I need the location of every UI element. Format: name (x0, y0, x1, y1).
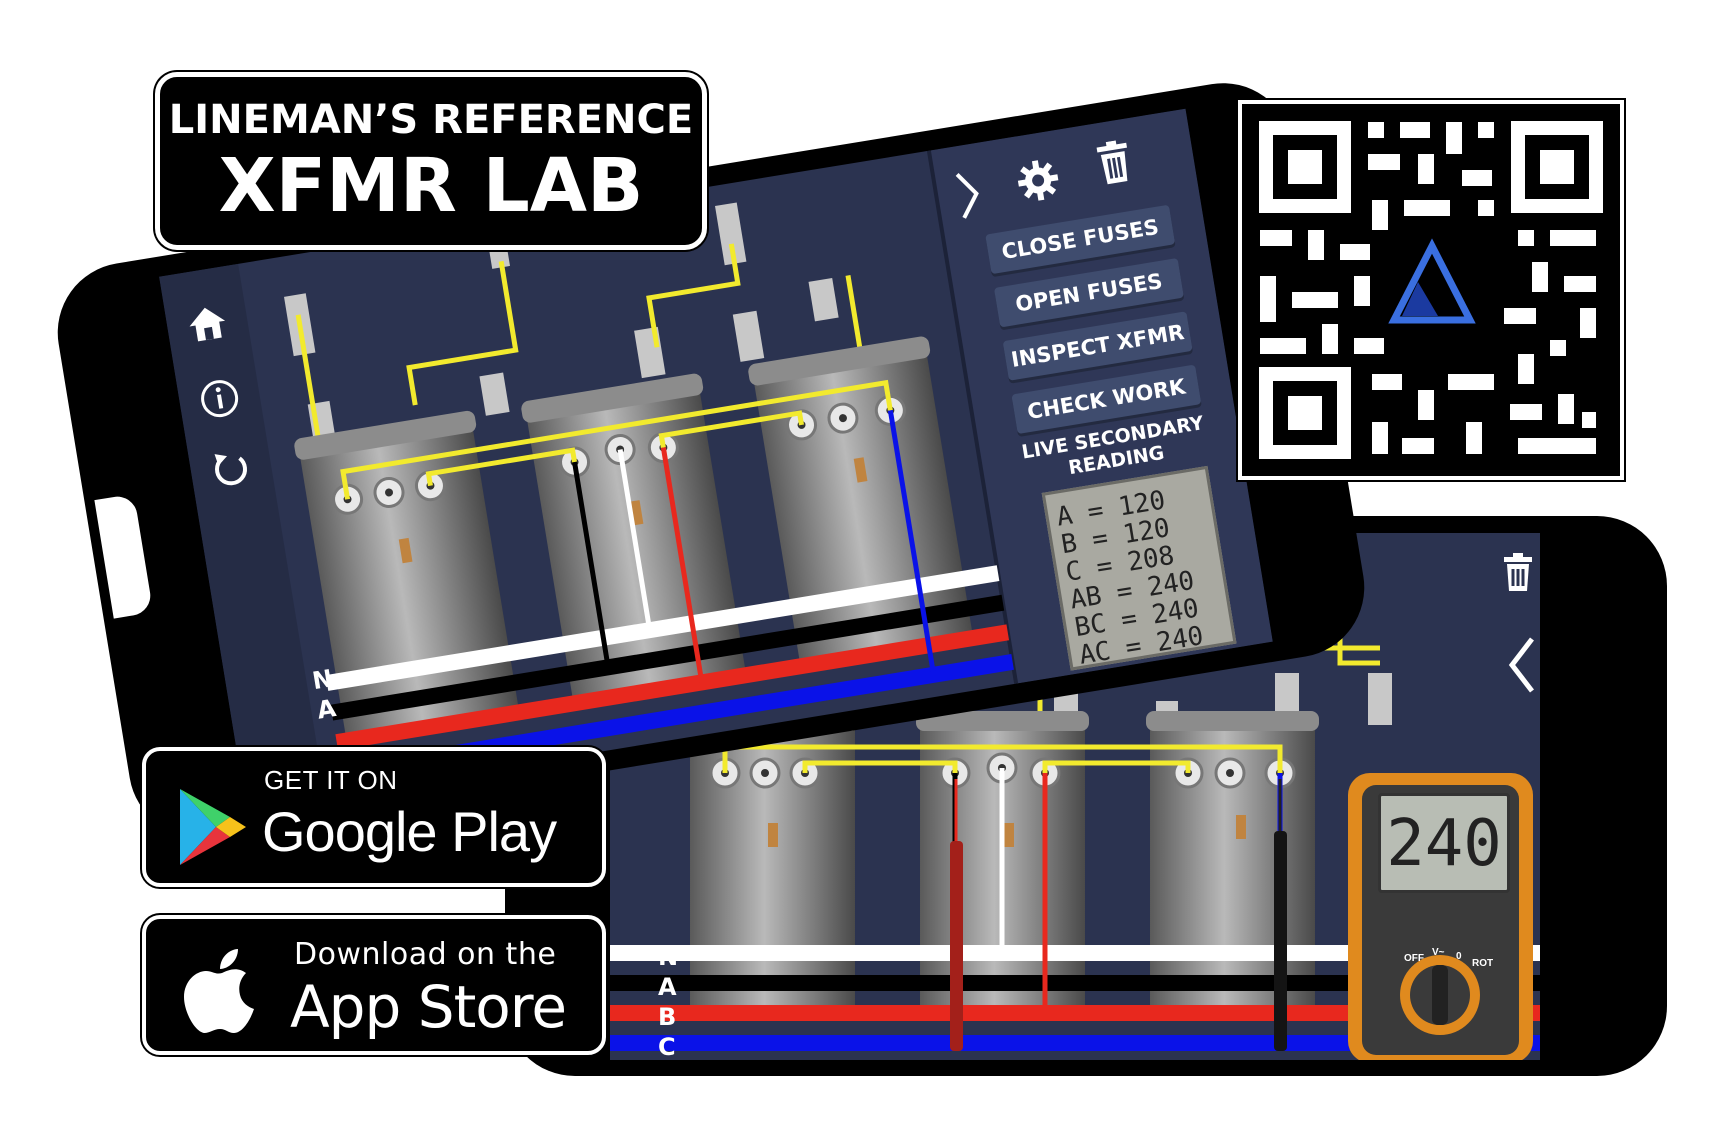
transformer-right (1146, 711, 1319, 1018)
gear-icon[interactable] (1014, 156, 1062, 204)
google-play-badge[interactable]: GET IT ON Google Play (142, 747, 606, 887)
live-reading-display: A = 120 B = 120 C = 208 AB = 240 BC = 24… (1041, 465, 1237, 671)
title-subtitle: LINEMAN’S REFERENCE (168, 97, 694, 143)
phone-mockup-top: CLOSE FUSES OPEN FUSES INSPECT XFMR CHEC… (47, 72, 1375, 848)
bus-a (610, 975, 1540, 991)
phase-label-b: B (658, 1003, 677, 1031)
qr-code (1238, 100, 1624, 480)
trash-icon[interactable] (1094, 138, 1135, 187)
phase-label-a: A (315, 694, 338, 725)
google-play-icon (180, 789, 246, 865)
app-title: XFMR LAB (218, 143, 644, 229)
trash-icon[interactable] (1502, 553, 1534, 593)
phase-label-n: N (658, 943, 679, 971)
app-logo-icon (1388, 238, 1476, 324)
app-store-small-text: Download on the (294, 937, 557, 972)
meter-dial-v: V~ (1432, 947, 1445, 958)
meter-dial-zero: 0 (1456, 951, 1462, 962)
transformer-left (686, 711, 859, 1018)
chevron-right-icon[interactable] (952, 167, 984, 222)
bus-c (610, 1035, 1540, 1051)
google-play-small-text: GET IT ON (264, 765, 398, 795)
meter-dial-rot: ROT (1472, 958, 1494, 969)
phase-label-n: N (310, 664, 335, 696)
reset-icon[interactable] (208, 445, 254, 491)
qr-code-pattern (1242, 104, 1620, 476)
app-title-badge: LINEMAN’S REFERENCE XFMR LAB (155, 72, 707, 250)
app-store-big-text: App Store (290, 973, 567, 1041)
phase-label-c: C (658, 1033, 676, 1060)
bus-b (610, 1005, 1540, 1021)
google-play-big-text: Google Play (262, 800, 557, 863)
multimeter-display: 240 (1378, 793, 1510, 893)
chevron-left-icon[interactable] (1508, 635, 1536, 695)
apple-icon (184, 949, 254, 1033)
meter-dial-off: OFF (1404, 953, 1424, 964)
info-icon[interactable] (197, 376, 243, 422)
black-probe[interactable] (1274, 779, 1287, 1051)
home-icon[interactable] (185, 303, 230, 345)
phone-top-screen: CLOSE FUSES OPEN FUSES INSPECT XFMR CHEC… (159, 108, 1273, 810)
red-probe[interactable] (950, 779, 963, 1051)
phase-label-a: A (658, 973, 677, 1001)
app-store-badge[interactable]: Download on the App Store (142, 915, 606, 1055)
bus-neutral (610, 945, 1540, 961)
